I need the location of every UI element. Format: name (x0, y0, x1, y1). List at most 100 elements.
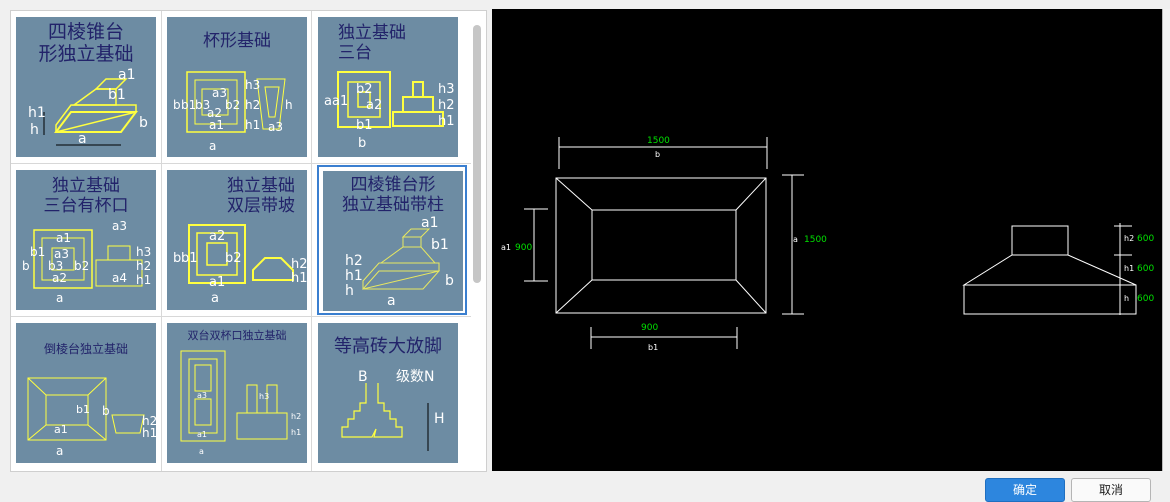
tile-title: 杯形基础 (167, 31, 307, 51)
label-b1: b1 (30, 245, 45, 259)
label-a1: a1 (332, 94, 348, 109)
label-b: b (22, 259, 30, 273)
dim-a-label: a (793, 235, 798, 244)
tile-three-step-footing[interactable]: 独立基础 三台 b2 a2 a a1 b1 b h3 h2 h1 (313, 12, 463, 162)
tile-inverted-frustum-footing[interactable]: 倒棱台独立基础 b1 a1 a b h2 h1 (11, 318, 161, 468)
plan-view: 1500 b a 1500 a1 900 900 b1 (501, 136, 827, 352)
dim-h1-value: 600 (1137, 264, 1154, 274)
label-a4: a4 (112, 271, 127, 285)
tile-title-line: 形独立基础 (38, 43, 134, 65)
label-a3: a3 (197, 391, 207, 400)
label-h3: h3 (259, 392, 269, 401)
tile-title-line: 独立基础 (227, 176, 295, 196)
dim-h2-value: 600 (1137, 234, 1154, 244)
cancel-button[interactable]: 取消 (1071, 478, 1151, 502)
label-h2: h2 (291, 412, 301, 421)
tile-pyramid-footing-with-column[interactable]: 四棱锥台形 独立基础带柱 a1 b1 h2 h1 h b a (317, 165, 467, 315)
label-h1: h1 (291, 271, 307, 286)
label-h3: h3 (136, 245, 151, 259)
tile-title-line: 独立基础 (338, 23, 406, 43)
label-b: b (139, 115, 148, 131)
preview-side-ruler (1162, 9, 1170, 471)
tile-title-line: 独立基础 (52, 176, 120, 196)
preview-drawing: 1500 b a 1500 a1 900 900 b1 h2 600 h1 60… (501, 136, 1154, 352)
three-step-cup-drawing: a3 a1 b1 a3 b3 b2 b a2 a h3 h2 h1 a4 (22, 219, 151, 305)
label-h1: h1 (28, 105, 46, 121)
label-b2: b2 (225, 251, 242, 266)
label-a3: a3 (212, 86, 227, 100)
tile-cup-footing[interactable]: 杯形基础 a3 a2 b b1 b3 b2 h3 h2 h1 h a1 a3 (162, 12, 312, 162)
label-h3: h3 (438, 82, 455, 97)
tile-title-line: 双台双杯口独立基础 (187, 329, 287, 342)
tile-thumbnail: 四棱锥台形 独立基础带柱 a1 b1 h2 h1 h b a (323, 171, 463, 311)
label-a1: a1 (118, 67, 136, 83)
label-a: a (56, 291, 63, 305)
tile-title: 独立基础 三台有杯口 (16, 176, 156, 216)
dim-h-value: 600 (1137, 294, 1154, 304)
label-b3: b3 (48, 259, 63, 273)
tile-thumbnail: 等高砖大放脚 B 级数N H (318, 323, 458, 463)
label-h2: h2 (142, 414, 156, 428)
label-h2: h2 (245, 98, 260, 112)
tile-title-line: 等高砖大放脚 (334, 336, 442, 357)
label-h: h (345, 283, 354, 299)
brick-footing-drawing: B 级数N H (341, 369, 445, 451)
tile-three-step-cup-footing[interactable]: 独立基础 三台有杯口 a3 a1 b1 a3 b3 b2 b a2 a h3 h… (11, 165, 161, 315)
label-level-count: 级数N (396, 369, 434, 385)
tile-thumbnail: 双台双杯口独立基础 a3 a1 a h3 h2 h1 (167, 323, 307, 463)
label-a1: a1 (209, 275, 225, 290)
label-a: a (387, 293, 396, 309)
label-a: a (78, 131, 87, 147)
pyramid-footing-column-drawing: a1 b1 h2 h1 h b a (345, 215, 454, 309)
tile-title: 倒棱台独立基础 (16, 341, 156, 357)
label-a1: a1 (56, 231, 71, 245)
three-step-footing-drawing: b2 a2 a a1 b1 b h3 h2 h1 (324, 71, 455, 151)
label-h: h (30, 122, 39, 138)
label-b2: b2 (356, 82, 373, 97)
gallery-scrollbar-thumb[interactable] (473, 25, 481, 283)
double-cup-drawing: a3 a1 a h3 h2 h1 (180, 350, 301, 456)
tile-title-line: 四棱锥台 (47, 21, 124, 43)
dim-b1-label: b1 (648, 343, 658, 352)
label-h: H (434, 411, 445, 427)
label-h1: h1 (245, 118, 260, 132)
label-a3: a3 (54, 247, 69, 261)
ok-button[interactable]: 确定 (985, 478, 1065, 502)
grid-divider (11, 316, 471, 317)
label-h2: h2 (291, 257, 307, 272)
label-a: a (209, 139, 216, 153)
tile-thumbnail: 倒棱台独立基础 b1 a1 a b h2 h1 (16, 323, 156, 463)
dim-a-value: 1500 (804, 235, 827, 245)
tile-title-line: 倒棱台独立基础 (43, 342, 128, 356)
tile-double-cup-footing[interactable]: 双台双杯口独立基础 a3 a1 a h3 h2 h1 (162, 318, 312, 468)
inverted-frustum-drawing: b1 a1 a b h2 h1 (27, 377, 156, 458)
label-a1: a1 (209, 118, 224, 132)
label-h1: h1 (142, 426, 156, 440)
label-b1: b1 (181, 251, 198, 266)
label-b: b (102, 404, 110, 418)
tile-brick-footing[interactable]: 等高砖大放脚 B 级数N H (313, 318, 463, 468)
tile-thumbnail: 独立基础 双层带坡 a2 b b1 b2 a1 a h2 h1 (167, 170, 307, 310)
label-b1: b1 (108, 87, 126, 103)
tile-title: 四棱锥台形 独立基础带柱 (323, 175, 463, 215)
grid-divider (11, 163, 471, 164)
preview-canvas: 1500 b a 1500 a1 900 900 b1 h2 600 h1 60… (492, 9, 1162, 471)
label-a3: a3 (268, 120, 283, 134)
dim-b-value: 1500 (647, 136, 670, 146)
label-a: a (56, 444, 63, 458)
double-layer-slope-drawing: a2 b b1 b2 a1 a h2 h1 (173, 224, 307, 306)
tile-double-layer-slope-footing[interactable]: 独立基础 双层带坡 a2 b b1 b2 a1 a h2 h1 (162, 165, 312, 315)
label-a2: a2 (52, 271, 67, 285)
label-a1: a1 (421, 215, 439, 231)
tile-pyramid-frustum-footing[interactable]: 四棱锥台 形独立基础 a1 b1 h1 h b a (11, 12, 161, 162)
tile-title: 等高砖大放脚 (318, 337, 458, 357)
pyramid-footing-drawing: a1 b1 h1 h b a (28, 67, 148, 147)
tile-title-line: 四棱锥台形 (350, 175, 436, 195)
tile-title: 独立基础 三台 (338, 23, 458, 63)
tile-title: 双台双杯口独立基础 (167, 329, 307, 343)
label-b: B (358, 369, 368, 385)
label-b3: b3 (195, 98, 210, 112)
label-b2: b2 (225, 98, 240, 112)
cup-footing-drawing: a3 a2 b b1 b3 b2 h3 h2 h1 h a1 a3 a (173, 71, 293, 153)
dim-a1-value: 900 (515, 243, 532, 253)
